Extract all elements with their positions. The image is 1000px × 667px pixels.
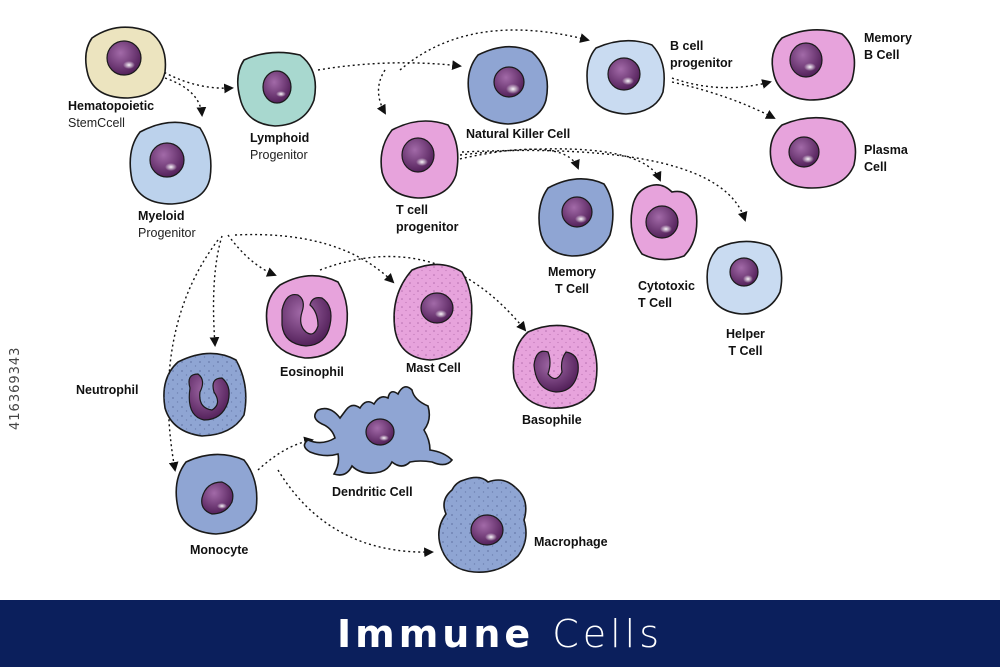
arrow-bprog-memb	[671, 77, 772, 89]
banner-title-light: Cells	[552, 611, 664, 656]
label-cyto-line2: T Cell	[638, 296, 673, 310]
label-lymphoid-subtitle: Progenitor	[250, 148, 308, 162]
arrow-mono-dend	[257, 436, 314, 471]
dendritic-cell	[303, 386, 454, 476]
arrow-myeloid-eos	[227, 234, 277, 277]
arrow-tprog-cyto	[459, 148, 662, 182]
label-memt-line1: Memory	[548, 265, 596, 279]
label-basophile: Basophile	[522, 412, 582, 429]
cytotoxic-t-cell	[630, 184, 698, 261]
label-helper: Helper T Cell	[726, 326, 765, 360]
side-image-id: 416369343	[8, 346, 23, 430]
arrow-hsc-lymphoid	[159, 69, 234, 94]
label-eosinophil-title: Eosinophil	[280, 365, 344, 379]
label-bprog-line1: B cell	[670, 39, 704, 53]
label-tprog: T cell progenitor	[396, 202, 459, 236]
label-memb-line2: B Cell	[864, 48, 900, 62]
arrow-mono-macro	[277, 469, 434, 558]
label-eosinophil: Eosinophil	[280, 364, 344, 381]
label-mast: Mast Cell	[406, 360, 461, 377]
b-cell-progenitor	[586, 39, 665, 115]
label-memb-line1: Memory	[864, 31, 912, 45]
label-cyto: Cytotoxic T Cell	[638, 278, 695, 312]
arrow-myeloid-neut	[209, 235, 223, 347]
plasma-cell	[769, 116, 857, 189]
label-myeloid-title: Myeloid	[138, 209, 185, 223]
label-macrophage: Macrophage	[534, 534, 608, 551]
label-macrophage-title: Macrophage	[534, 535, 608, 549]
label-plasma-line1: Plasma	[864, 143, 908, 157]
helper-t-cell	[706, 240, 783, 315]
banner-title-bold: Immune	[336, 611, 535, 656]
label-hsc: Hematopoietic StemCcell	[68, 98, 154, 132]
arrow-lymphoid-nk	[317, 60, 462, 71]
arrow-myeloid-mast	[234, 233, 395, 284]
label-lymphoid: Lymphoid Progenitor	[250, 130, 309, 164]
label-nk-title: Natural Killer Cell	[466, 127, 571, 141]
label-tprog-line2: progenitor	[396, 220, 459, 234]
label-memt-line2: T Cell	[554, 282, 589, 296]
arrow-lymphoid-tprog	[376, 69, 386, 115]
label-dendritic-title: Dendritic Cell	[332, 485, 413, 499]
basophile-cell	[512, 324, 598, 409]
neutrophil-cell	[163, 352, 247, 437]
memory-b-cell	[771, 29, 856, 101]
mast-cell	[393, 263, 473, 361]
hematopoietic-stem-cell	[84, 26, 167, 99]
arrow-lymphoid-bprog	[399, 29, 590, 71]
title-banner: Immune Cells	[0, 600, 1000, 667]
label-hsc-subtitle: StemCcell	[68, 116, 125, 130]
memory-t-cell	[538, 178, 614, 257]
label-monocyte: Monocyte	[190, 542, 248, 559]
arrow-myeloid-baso	[319, 255, 527, 332]
eosinophil-cell	[265, 274, 349, 359]
label-dendritic: Dendritic Cell	[332, 484, 413, 501]
label-mast-title: Mast Cell	[406, 361, 461, 375]
monocyte-cell	[175, 453, 258, 535]
connection-arrows	[159, 29, 776, 558]
macrophage-cell	[438, 476, 527, 573]
t-cell-progenitor	[380, 120, 459, 199]
label-hsc-title: Hematopoietic	[68, 99, 155, 113]
label-neutrophil: Neutrophil	[76, 382, 139, 399]
label-memb: Memory B Cell	[864, 30, 912, 64]
label-plasma: Plasma Cell	[864, 142, 908, 176]
label-helper-line1: Helper	[726, 327, 765, 341]
label-lymphoid-title: Lymphoid	[250, 131, 310, 145]
label-tprog-line1: T cell	[396, 203, 428, 217]
label-helper-line2: T Cell	[728, 344, 763, 358]
label-neutrophil-title: Neutrophil	[76, 383, 139, 397]
arrow-myeloid-mono	[167, 239, 219, 472]
label-myeloid: Myeloid Progenitor	[138, 208, 196, 242]
arrow-bprog-plasma	[671, 81, 776, 119]
label-nk: Natural Killer Cell	[466, 126, 570, 143]
label-basophile-title: Basophile	[522, 413, 582, 427]
label-memt: Memory T Cell	[548, 264, 596, 298]
label-bprog: B cell progenitor	[670, 38, 733, 72]
label-cyto-line1: Cytotoxic	[638, 279, 695, 293]
label-plasma-line2: Cell	[864, 160, 887, 174]
arrow-tprog-helper	[461, 149, 748, 222]
arrow-hsc-myeloid	[164, 77, 207, 117]
myeloid-progenitor-cell	[129, 121, 212, 205]
label-myeloid-subtitle: Progenitor	[138, 226, 196, 240]
natural-killer-cell	[467, 45, 549, 125]
label-bprog-line2: progenitor	[670, 56, 733, 70]
label-monocyte-title: Monocyte	[190, 543, 249, 557]
lymphoid-progenitor-cell	[236, 51, 317, 127]
